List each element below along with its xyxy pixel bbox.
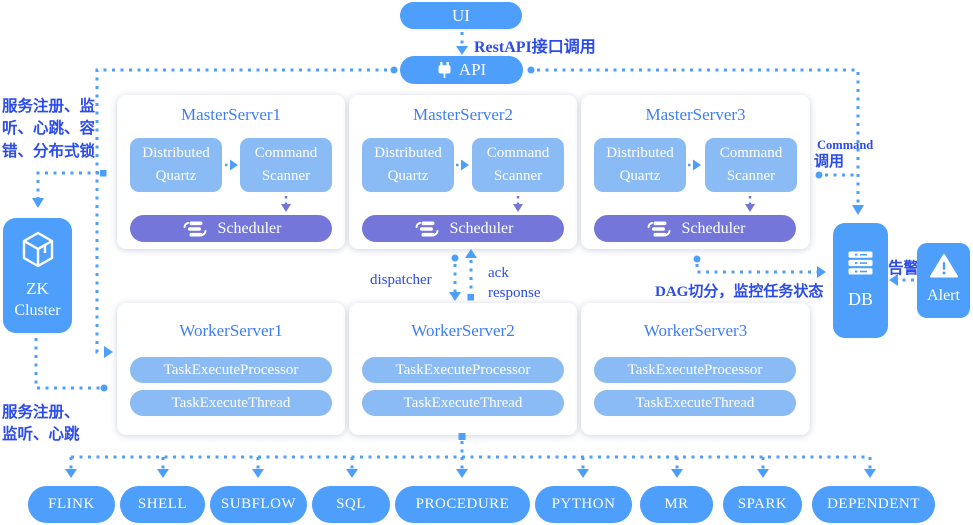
edge-scheduler3-db [693,255,826,278]
ui-node-label: UI [452,5,470,25]
edge-label-command-call: 调用 [814,154,845,170]
task-execute-thread-pill: TaskExecuteThread [362,390,564,416]
task-execute-processor-pill: TaskExecuteProcessor [362,357,564,383]
edge-label-restapi: RestAPI接口调用 [474,39,596,56]
api-node: API [400,56,523,84]
ui-node: UI [400,2,522,29]
alert-node-label: Alert [927,287,960,304]
edge-ack-response [465,249,477,301]
task-type-subflow: SUBFLOW [210,486,307,523]
master-server-3-title: MasterServer3 [645,105,746,124]
worker-server-2-title: WorkerServer2 [411,321,515,340]
task-execute-thread-pill: TaskExecuteThread [130,390,332,416]
task-type-mr: MR [640,486,713,523]
zk-cluster-node: ZK Cluster [3,218,72,333]
master-server-3-card: MasterServer3 Distributed Quartz Command… [581,95,810,249]
edge-label-ack-response: ack response [488,265,541,301]
master-server-2-card: MasterServer2 Distributed Quartz Command… [349,95,577,249]
task-execute-processor-pill: TaskExecuteProcessor [594,357,796,383]
task-type-shell: SHELL [120,486,205,523]
task-type-flink: FLINK [28,486,115,523]
database-server-icon [848,251,873,280]
db-node: DB [833,223,888,338]
warning-triangle-icon [929,254,958,283]
worker-server-1-title: WorkerServer1 [179,321,283,340]
edge-worker2-tasks [65,433,876,478]
edge-label-alarm: 告警 [888,260,920,277]
worker-server-3-title: WorkerServer3 [643,321,748,340]
edge-label-zk-services-top: 服务注册、监 听、心跳、容 错、分布式锁 [2,98,96,160]
edge-label-dispatcher: dispatcher [370,272,432,288]
command-scanner-box: Command Scanner [472,138,564,192]
worker-server-3-card: WorkerServer3 TaskExecuteProcessor TaskE… [581,303,810,435]
scheduler-label: Scheduler [449,219,514,237]
task-type-python: PYTHON [535,486,632,523]
edge-dispatcher [449,254,461,301]
plug-icon [437,62,452,78]
cube-icon [21,231,55,274]
worker-server-1-card: WorkerServer1 TaskExecuteProcessor TaskE… [117,303,345,435]
edge-label-zk-services-bottom: 服务注册、 监听、心跳 [2,404,80,444]
scheduler-queue-icon [413,219,441,239]
scheduler-queue-icon [181,219,209,239]
edge-ui-api [456,32,468,55]
distributed-quartz-box: Distributed Quartz [594,138,686,192]
master-server-1-card: MasterServer1 Distributed Quartz Command… [117,95,345,249]
zk-node-label-line2: Cluster [14,302,61,319]
task-execute-processor-pill: TaskExecuteProcessor [130,357,332,383]
task-type-procedure: PROCEDURE [395,486,530,523]
api-node-label: API [458,60,487,79]
task-type-sql: SQL [312,486,390,523]
db-node-label: DB [847,289,873,309]
scheduler-label: Scheduler [681,219,746,237]
command-scanner-box: Command Scanner [240,138,332,192]
zk-node-label-line1: ZK [26,279,49,298]
scheduler-label: Scheduler [217,219,282,237]
scheduler-bar: Scheduler [594,215,796,242]
master-server-1-title: MasterServer1 [180,105,282,124]
distributed-quartz-box: Distributed Quartz [130,138,222,192]
scheduler-bar: Scheduler [362,215,564,242]
alert-node: Alert [917,243,970,318]
task-type-dependent: DEPENDENT [812,486,935,523]
edge-label-dag: DAG切分，监控任务状态 [655,284,824,300]
task-execute-thread-pill: TaskExecuteThread [594,390,796,416]
command-scanner-box: Command Scanner [705,138,797,192]
task-type-spark: SPARK [723,486,802,523]
edge-master-zk [32,170,107,208]
worker-server-2-card: WorkerServer2 TaskExecuteProcessor TaskE… [349,303,577,435]
master-server-2-title: MasterServer2 [412,105,514,124]
distributed-quartz-box: Distributed Quartz [362,138,454,192]
edge-master3-command [815,171,856,179]
scheduler-queue-icon [645,219,673,239]
edge-zk-worker1 [34,338,108,392]
scheduler-bar: Scheduler [130,215,332,242]
